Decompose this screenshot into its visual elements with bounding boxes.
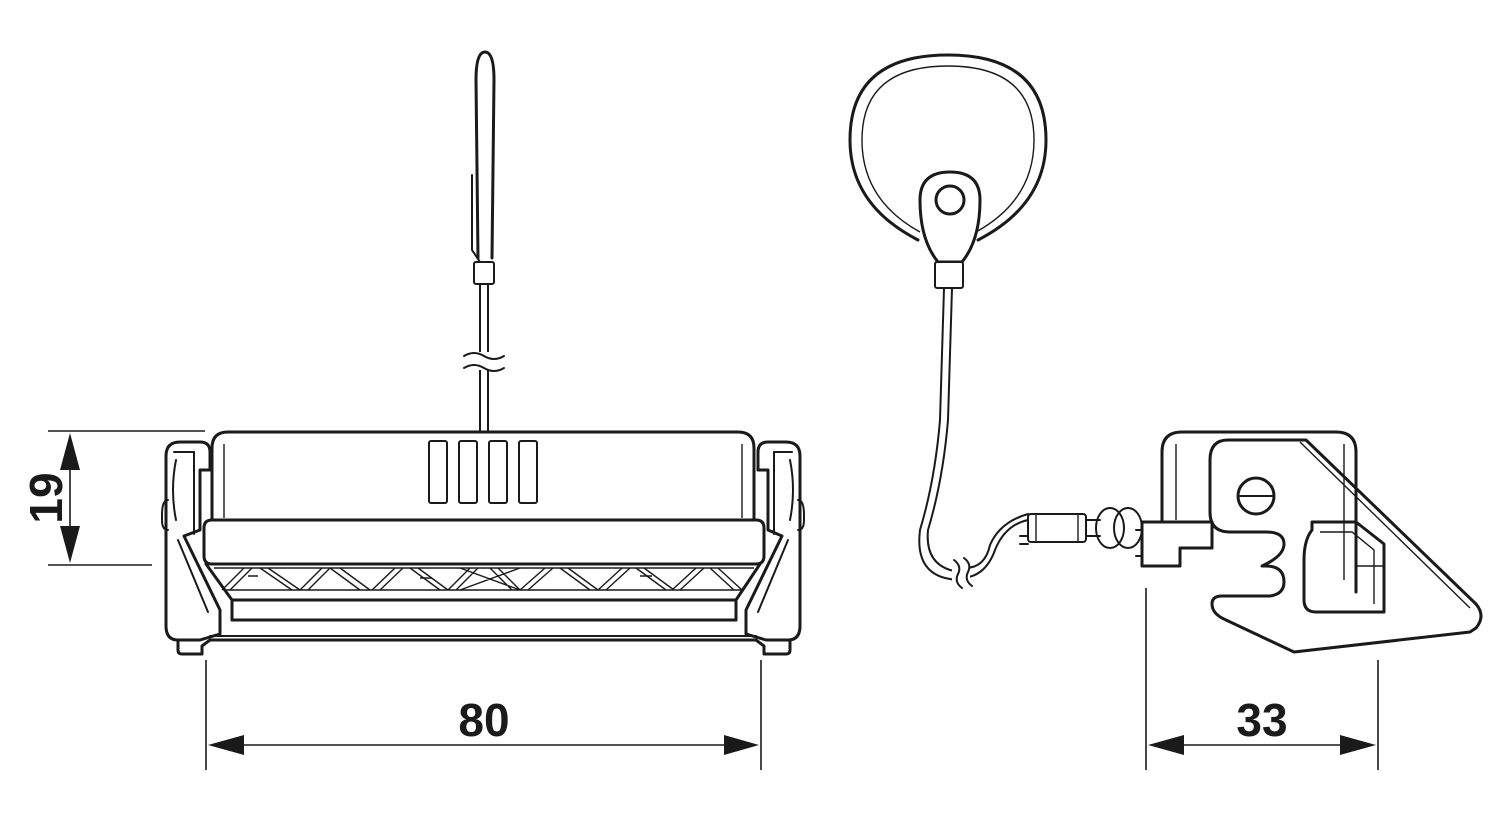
dimension-depth: 33 bbox=[1145, 588, 1379, 770]
front-base-plate bbox=[176, 598, 792, 656]
dimension-height: 19 bbox=[20, 430, 205, 566]
dimension-label-depth: 33 bbox=[1236, 694, 1287, 746]
side-lanyard-cord bbox=[918, 287, 1143, 589]
front-cover-body bbox=[202, 430, 766, 566]
vent-slot bbox=[428, 440, 448, 504]
side-locking-lever bbox=[1208, 438, 1483, 654]
vent-slot bbox=[518, 440, 538, 504]
dimension-arrow-left bbox=[208, 735, 244, 755]
front-view-protective-cover bbox=[161, 50, 805, 656]
dimension-label-height: 19 bbox=[20, 472, 72, 523]
dimension-label-width: 80 bbox=[458, 694, 509, 746]
dimension-arrow-up bbox=[60, 433, 80, 470]
vent-slot bbox=[488, 440, 508, 504]
vent-slot bbox=[458, 440, 478, 504]
side-round-cap bbox=[848, 53, 1048, 289]
side-view-protective-cover bbox=[848, 53, 1483, 654]
dimension-arrow-right bbox=[1340, 735, 1376, 755]
front-left-latch bbox=[161, 440, 222, 642]
dimension-arrow-down bbox=[60, 526, 80, 563]
front-right-latch bbox=[744, 440, 805, 642]
dimension-arrow-left bbox=[1148, 735, 1184, 755]
front-lattice-frame bbox=[204, 562, 762, 602]
front-lanyard-tab bbox=[462, 50, 506, 433]
dimension-width: 80 bbox=[205, 660, 762, 770]
dimension-arrow-right bbox=[724, 735, 759, 755]
